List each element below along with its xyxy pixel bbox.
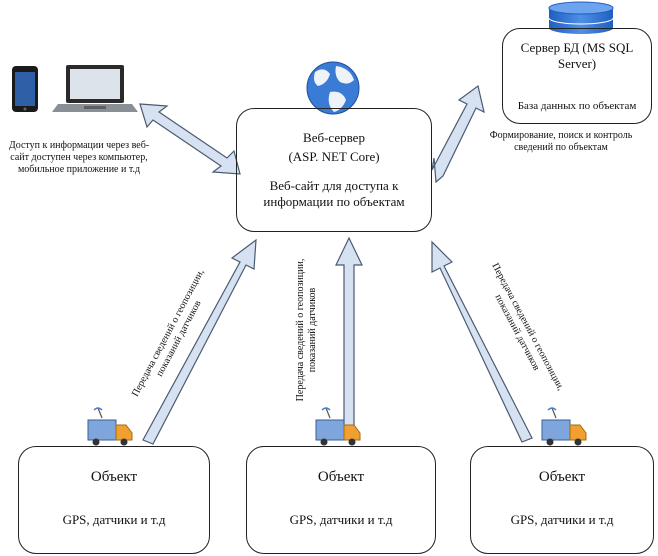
mobile-phone-icon [12,66,38,112]
db-server-title: Сервер БД (MS SQL Server) [520,40,634,72]
db-link-label: Формирование, поиск и контроль сведений … [489,130,633,153]
object-description-2: GPS, датчики и т.д [289,512,393,527]
database-icon [548,1,614,34]
upload-label-object2: Передача сведений о геопозиции, показани… [295,258,318,402]
delivery-truck-icon [541,407,587,446]
object-title-2: Объект [317,469,365,485]
delivery-truck-icon [87,407,133,446]
db-server-description: База данных по объектам [517,100,637,112]
object-box-3 [470,446,654,554]
arrow-object3-webserver [431,240,533,443]
laptop-icon [52,65,138,112]
object-box-1 [18,446,210,554]
web-server-subtitle: (ASP. NET Core) [288,149,380,164]
arrow-webserver-db [431,84,485,184]
arrow-client-webserver [139,103,241,175]
arrow-object2-webserver [335,236,363,439]
web-server-description: Веб-сайт для доступа к информации по объ… [263,178,405,210]
globe-icon [306,61,360,115]
web-server-title: Веб-сервер [303,130,365,145]
web-server-box [236,108,432,232]
object-box-2 [246,446,436,554]
object-description-3: GPS, датчики и т.д [510,512,614,527]
object-title-3: Объект [538,469,586,485]
delivery-truck-icon [315,407,361,446]
object-description-1: GPS, датчики и т.д [62,512,166,527]
object-title-1: Объект [90,469,138,485]
db-server-box [502,28,652,124]
arrow-object1-webserver [142,238,257,445]
client-access-description: Доступ к информации через веб-сайт досту… [8,140,150,175]
